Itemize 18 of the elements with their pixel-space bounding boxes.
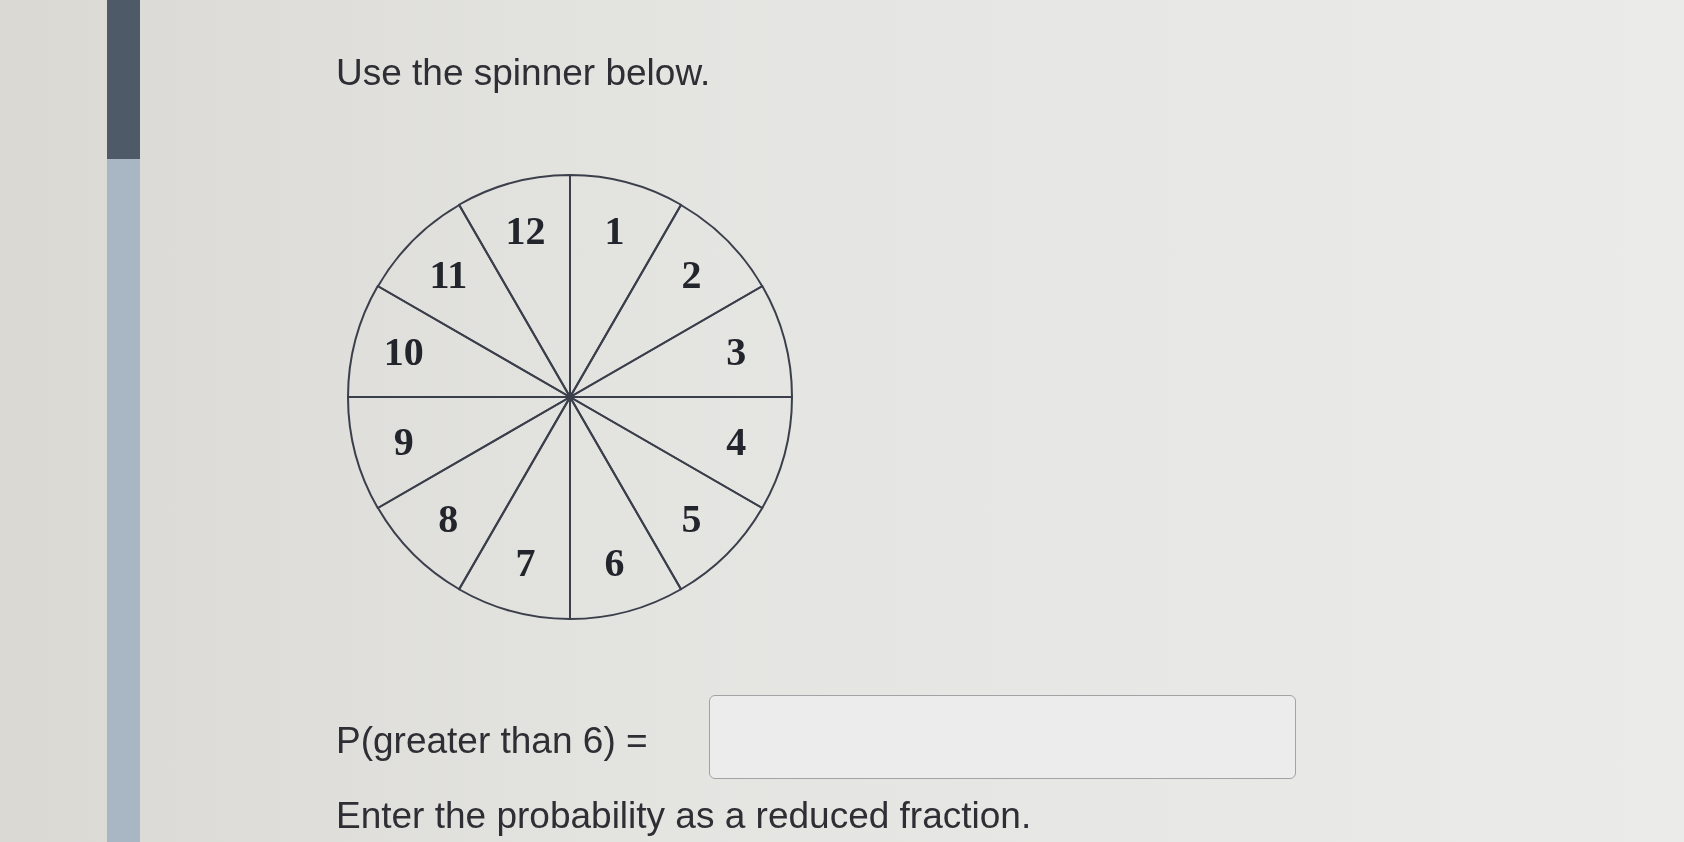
- sector-number: 1: [604, 210, 625, 251]
- instruction-text: Enter the probability as a reduced fraction.: [336, 795, 1032, 837]
- question-text: P(greater than 6) =: [336, 720, 648, 762]
- sector-number: 6: [604, 543, 625, 584]
- sector-number: 5: [681, 498, 702, 539]
- sector-number: 2: [681, 255, 702, 296]
- sector-number: 9: [393, 421, 414, 462]
- prompt-heading: Use the spinner below.: [336, 52, 711, 94]
- sector-number: 11: [429, 255, 468, 296]
- spinner-sector: [568, 395, 765, 592]
- sector-number: 8: [438, 498, 459, 539]
- spinner-sector: [375, 202, 572, 399]
- sector-number: 7: [515, 543, 536, 584]
- spinner-sector: [375, 395, 572, 592]
- sector-number: 10: [383, 332, 424, 373]
- sector-number: 3: [726, 332, 747, 373]
- sector-number: 12: [505, 210, 546, 251]
- sector-number: 4: [726, 421, 747, 462]
